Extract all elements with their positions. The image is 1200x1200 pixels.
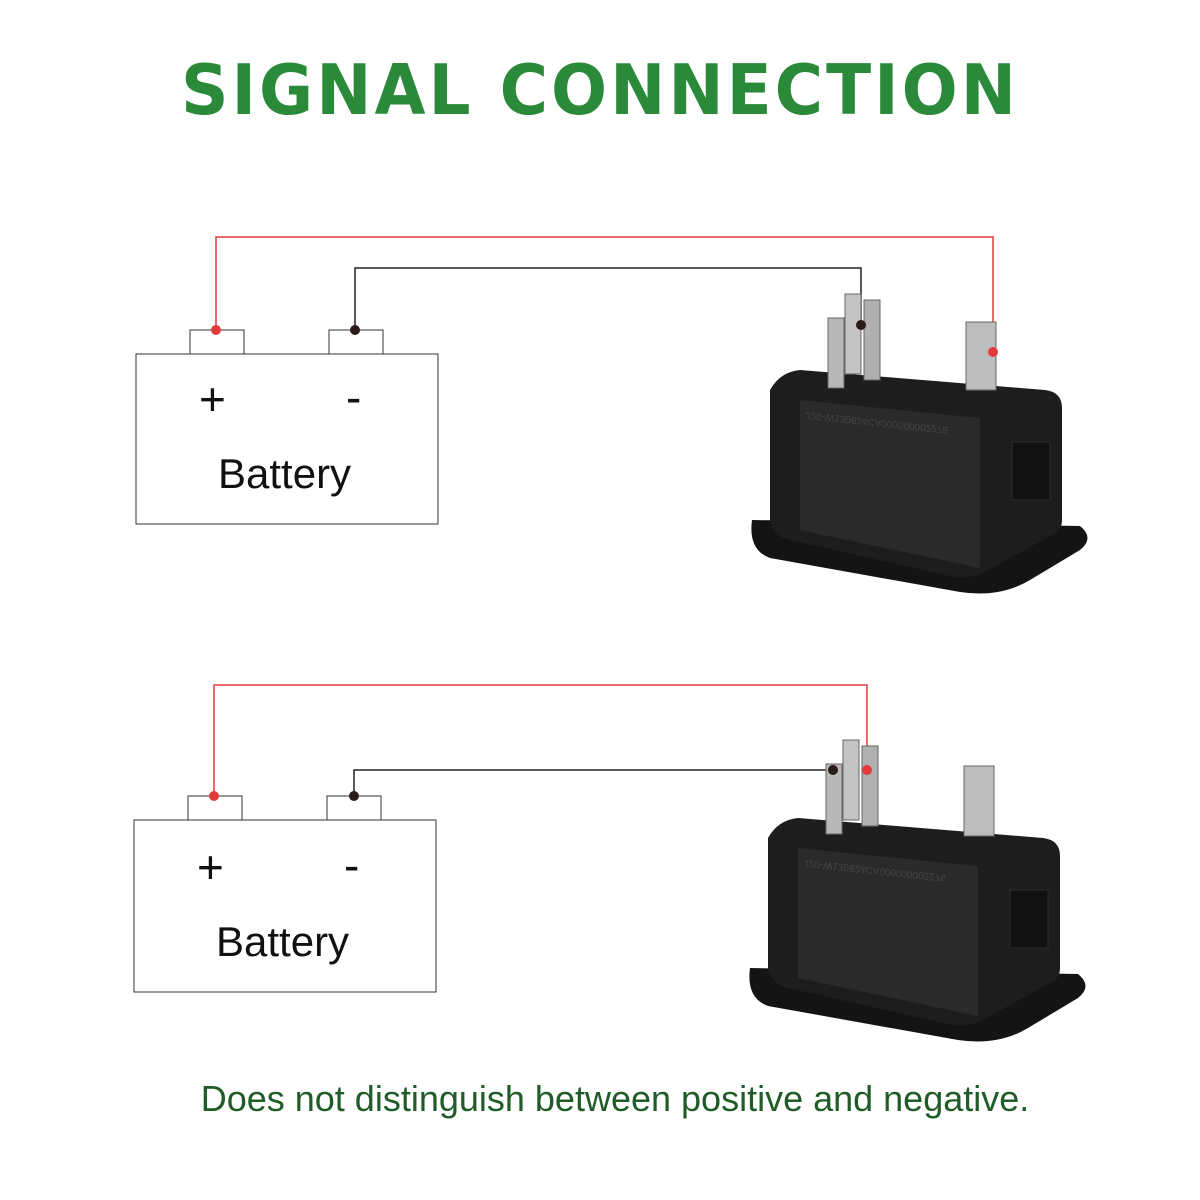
wiring-diagram-1-graphic: J20-W130824CA000000002276 xyxy=(135,236,1088,594)
rocker-switch: J20-W130824CA000000002276 xyxy=(751,293,1088,594)
wiring-diagram-2-graphic: J20-W130824CA000000002276 xyxy=(133,684,1086,1042)
terminal-pin xyxy=(827,317,845,389)
switch-vent xyxy=(1011,441,1051,501)
switch-negative-dot xyxy=(856,320,866,330)
page-title: SIGNAL CONNECTION xyxy=(180,50,1020,131)
negative-connection-dot xyxy=(349,791,359,801)
terminal-pin xyxy=(842,739,860,821)
terminal-pin xyxy=(863,299,881,381)
positive-connection-dot xyxy=(211,325,221,335)
terminal-pin xyxy=(844,293,862,375)
negative-wire xyxy=(353,769,833,796)
battery-label: Battery xyxy=(218,450,352,497)
switch-positive-dot xyxy=(988,347,998,357)
terminal-pin xyxy=(963,765,995,837)
footnote: Does not distinguish between positive an… xyxy=(200,1078,1030,1119)
wiring-diagram-2: J20-W130824CA000000002276 + - Battery xyxy=(0,668,1200,1088)
terminal-pin xyxy=(861,745,879,827)
negative-connection-dot xyxy=(350,325,360,335)
battery-body xyxy=(133,819,437,993)
switch-vent xyxy=(1009,889,1049,949)
positive-wire xyxy=(213,684,868,796)
positive-connection-dot xyxy=(209,791,219,801)
wiring-diagram-1: J20-W130824CA000000002276 + - Battery xyxy=(0,220,1200,640)
switch-positive-dot xyxy=(862,765,872,775)
battery-negative-sign: - xyxy=(346,371,362,423)
switch-face xyxy=(798,848,978,1016)
switch-face xyxy=(800,400,980,568)
rocker-switch: J20-W130824CA000000002276 xyxy=(749,739,1086,1042)
terminal-pin xyxy=(825,763,843,835)
battery-positive-sign: + xyxy=(199,373,226,425)
positive-wire xyxy=(215,236,994,352)
negative-wire xyxy=(354,267,862,330)
battery-label: Battery xyxy=(216,918,350,965)
switch-negative-dot xyxy=(828,765,838,775)
battery-positive-sign: + xyxy=(197,841,224,893)
battery-negative-sign: - xyxy=(344,839,360,891)
battery-body xyxy=(135,353,439,525)
